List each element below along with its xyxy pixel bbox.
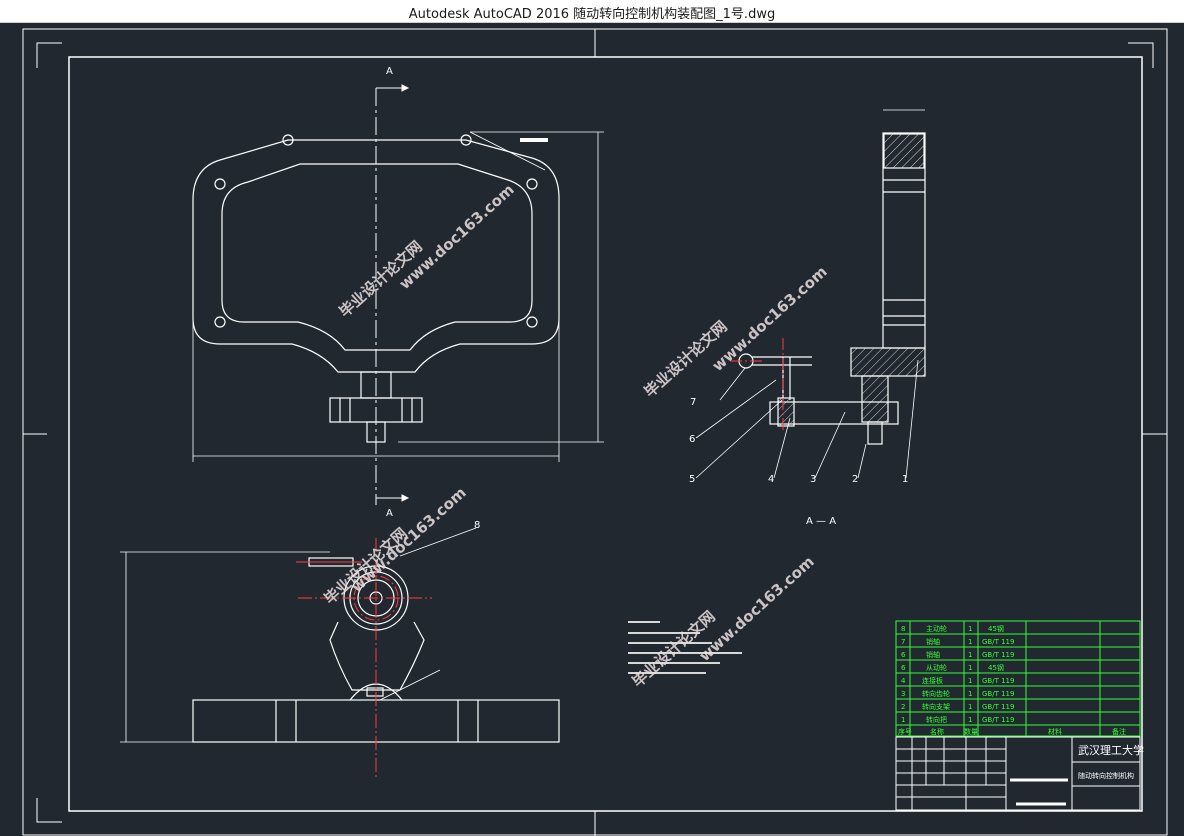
bom-row-name: 转向支架	[922, 702, 950, 711]
section-mark-bottom: A	[386, 508, 393, 519]
watermark-url: www.doc163.com	[709, 263, 831, 375]
balloon-8: 8	[474, 520, 480, 531]
section-centerlines	[730, 338, 784, 432]
bom-row-no: 1	[901, 716, 905, 724]
bom-row-qty: 1	[968, 638, 972, 646]
bom-row-name: 连接板	[922, 676, 943, 685]
section-view[interactable]	[695, 109, 926, 479]
bom-row-name: 转向把	[926, 715, 947, 724]
balloon-5: 5	[689, 474, 695, 485]
bom-header-name: 名称	[930, 727, 944, 736]
top-view[interactable]	[120, 527, 560, 743]
bom-row-material: GB/T 119	[982, 638, 1014, 646]
bom-row-material: GB/T 119	[982, 677, 1014, 685]
watermark-url: www.doc163.com	[348, 484, 470, 596]
bom-header-no: 序号	[898, 727, 912, 736]
bom-row-material: GB/T 119	[982, 703, 1014, 711]
balloon-6: 6	[689, 434, 695, 445]
bom-header-material: 材料	[1048, 727, 1062, 736]
bom-row-no: 8	[901, 625, 905, 633]
bom-row-no: 7	[901, 638, 905, 646]
section-line-a	[375, 84, 410, 505]
watermark: 毕业设计论文网 www.doc163.com 毕业设计论文网 www.doc16…	[321, 181, 831, 691]
bom-row-no: 2	[901, 703, 905, 711]
bom-row-qty: 1	[968, 690, 972, 698]
school-name: 武汉理工大学	[1078, 743, 1144, 757]
bom-row-material: GB/T 119	[982, 651, 1014, 659]
bom-header-qty: 数量	[964, 727, 978, 736]
bom-row-qty: 1	[968, 716, 972, 724]
bom-row-name: 从动轮	[926, 663, 947, 672]
bom-row-qty: 1	[968, 664, 972, 672]
bom-row-no: 6	[901, 651, 906, 659]
bom-row-no: 4	[901, 677, 906, 685]
bom-row-qty: 1	[968, 703, 972, 711]
bom-row-name: 主动轮	[926, 624, 947, 633]
balloon-3: 3	[810, 474, 816, 485]
sheet-frame	[22, 28, 1168, 836]
balloon-1: 1	[902, 474, 908, 485]
watermark-url: www.doc163.com	[696, 553, 818, 665]
bom-row-name: 销轴	[926, 637, 940, 646]
bom-row-name: 转向齿轮	[922, 689, 950, 698]
balloon-7: 7	[690, 397, 696, 408]
bom-row-material: GB/T 119	[982, 716, 1014, 724]
section-mark-top: A	[386, 66, 393, 77]
window-title: Autodesk AutoCAD 2016 随动转向控制机构装配图_1号.dwg	[408, 7, 776, 22]
bom-row-material: GB/T 119	[982, 690, 1014, 698]
bom-header-remark: 备注	[1112, 727, 1126, 736]
bom-row-material: 45钢	[988, 624, 1004, 633]
drawing-canvas[interactable]: A A 7 6 5 4 3 2 1 8	[0, 22, 1184, 836]
window-title-bar: Autodesk AutoCAD 2016 随动转向控制机构装配图_1号.dwg	[0, 0, 1184, 23]
bom-row-no: 3	[901, 690, 905, 698]
front-view[interactable]	[192, 131, 604, 462]
balloon-4: 4	[768, 474, 774, 485]
watermark-url: www.doc163.com	[396, 181, 518, 293]
bom-row-no: 6	[901, 664, 906, 672]
title-block	[895, 736, 1141, 811]
drawing-name: 随动转向控制机构	[1078, 771, 1134, 780]
bom-row-qty: 1	[968, 677, 972, 685]
top-view-centerlines	[296, 538, 432, 778]
section-view-label: A — A	[806, 516, 836, 527]
bom-row-qty: 1	[968, 625, 972, 633]
balloon-labels: 7 6 5 4 3 2 1 8	[474, 397, 908, 531]
bom-row-name: 销轴	[926, 650, 940, 659]
bom-row-qty: 1	[968, 651, 972, 659]
bom-rows: 8 主动轮 1 45钢 7 销轴 1 GB/T 119 6 销轴 1 GB/T …	[898, 624, 1126, 736]
bom-row-material: 45钢	[988, 663, 1004, 672]
balloon-2: 2	[852, 474, 858, 485]
bom-table	[895, 620, 1141, 737]
technical-notes	[628, 621, 742, 674]
